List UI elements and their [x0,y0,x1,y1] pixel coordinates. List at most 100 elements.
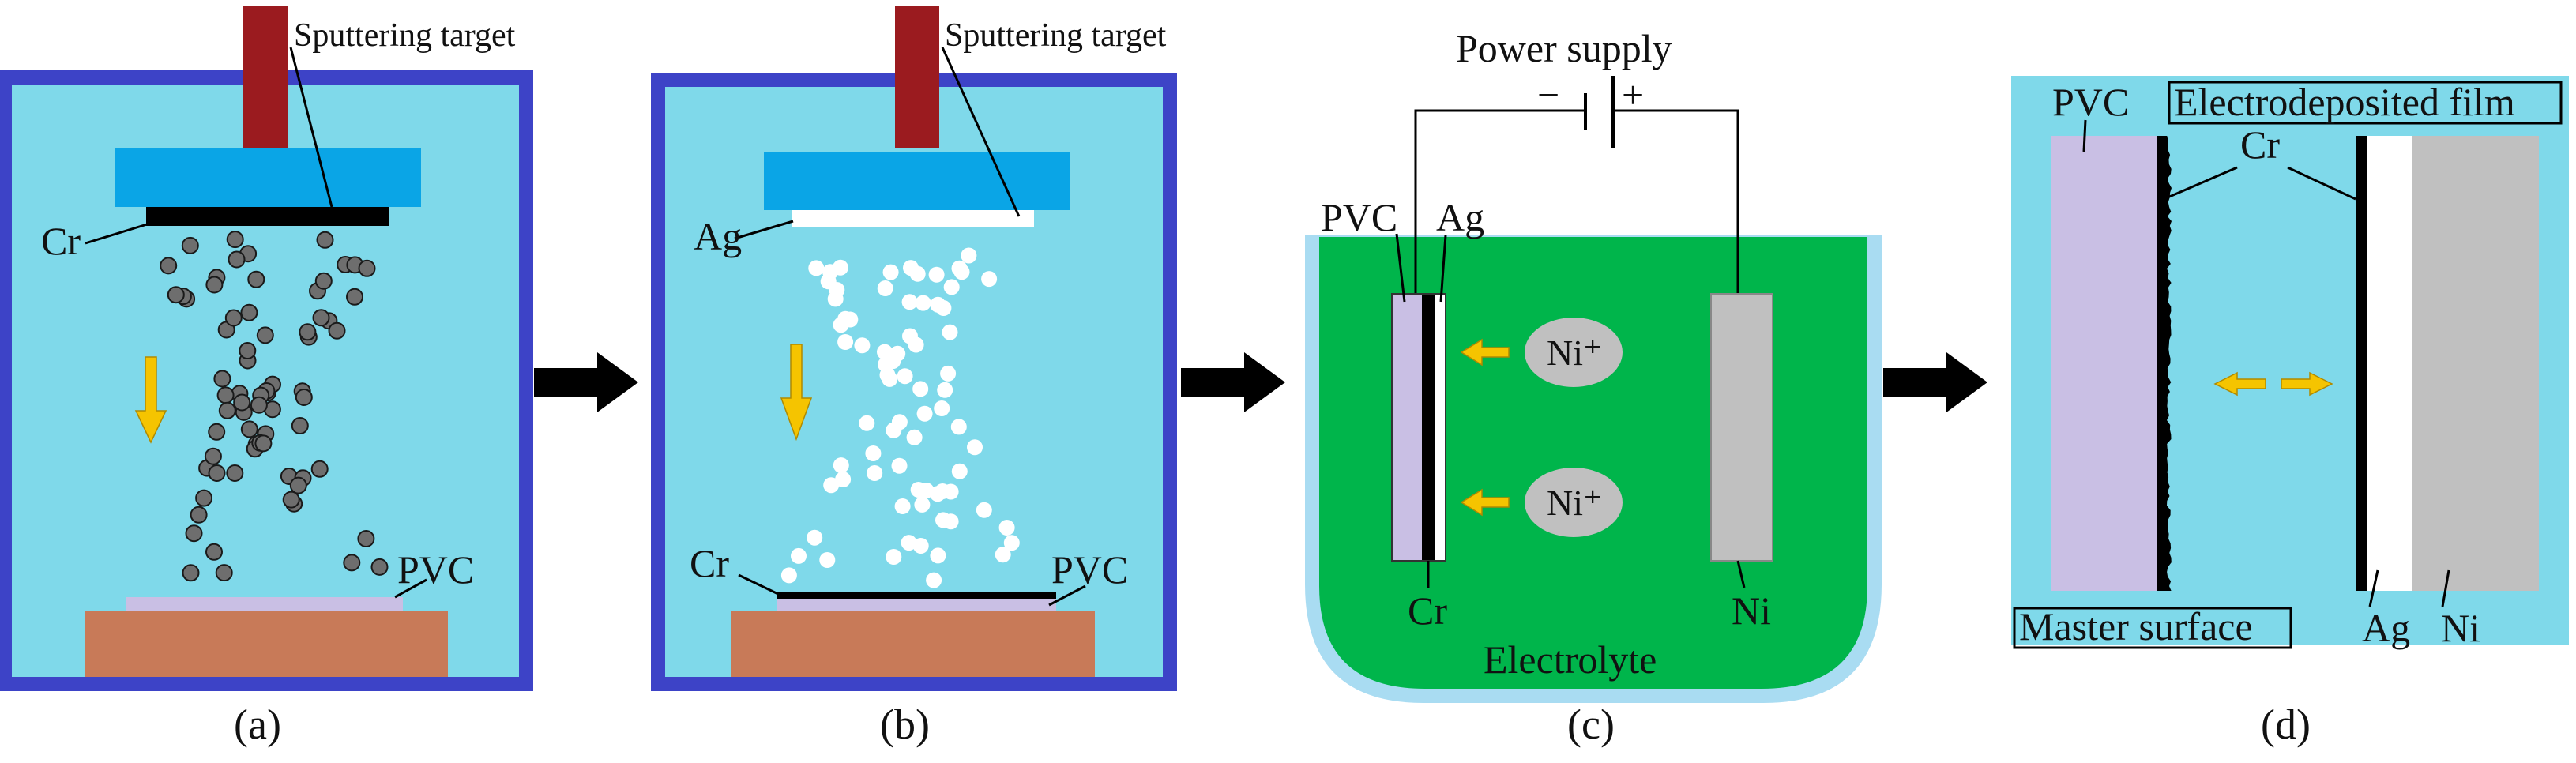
particle [182,564,200,582]
master-label-box [2013,607,2292,649]
ni-label-c: Ni [1732,588,1771,633]
particle [951,260,968,276]
particle [902,328,918,344]
wire-right [1613,109,1739,294]
particle [909,265,926,282]
panel-a: Sputtering target Cr PVC (a) [0,6,533,748]
particle [299,323,317,341]
particle [981,271,998,288]
particle [807,529,823,546]
particle [240,303,258,321]
wire-left [1414,109,1585,294]
particle [250,396,268,414]
particle [226,464,244,482]
caption-c: (c) [1567,701,1615,748]
separation-arrow-left [2213,371,2266,397]
cr-leader-b [738,573,779,596]
ni-leader-c [1736,560,1746,588]
particle [854,337,871,354]
panel-c: Power supply − + Ni⁺ Ni⁺ PVC Ag Cr Ni El… [1305,26,1882,748]
particle [943,279,960,295]
particle [829,282,845,298]
particle [282,490,300,509]
particle [998,520,1015,536]
ni-leader-d [2441,569,2450,607]
pvc-leader-a [394,578,427,599]
film-label-box [2168,81,2563,125]
cr-label-c: Cr [1408,588,1447,633]
process-arrow-2 [1181,352,1285,412]
particle [213,370,231,388]
particle [926,572,942,588]
particle [310,460,329,478]
film-ni-layer [2412,136,2539,591]
cathode-outline [1391,293,1446,562]
particle [842,311,859,328]
particle [916,405,933,422]
cr-leader-d-right [2287,166,2356,201]
particle [835,472,852,487]
particle [254,434,273,453]
particle [886,549,902,565]
pvc-leader-b [1048,584,1086,607]
ag-target-layer [792,210,1034,227]
particle [882,264,899,280]
master-cr-layer [2157,136,2172,591]
particle [935,512,951,528]
particle [357,530,375,547]
particle [240,420,258,438]
separation-arrow-right [2281,371,2333,397]
particle [915,295,931,311]
ni-ion-label-2: Ni⁺ [1547,483,1602,523]
cr-particles [160,231,389,582]
particle [867,465,883,481]
caption-b: (b) [880,701,930,748]
pvc-label-d: PVC [2052,80,2129,124]
down-arrow-b [780,344,813,442]
particle [976,502,992,518]
particle [256,326,274,344]
particle [961,247,977,264]
particle [239,342,257,359]
particle [951,463,968,479]
cathode-ag [1435,294,1446,561]
particle [910,482,927,498]
particle [934,400,950,416]
ag-label-b: Ag [694,214,742,258]
ag-leader-c [1439,235,1447,303]
ni-label-d: Ni [2441,606,2480,650]
particle [195,489,213,507]
particle [859,415,875,431]
pvc-leader-d [2082,119,2087,152]
particle [204,447,222,465]
cathode-cr [1422,294,1435,561]
particle [205,276,224,294]
particle [942,324,958,340]
caption-a: (a) [234,701,281,748]
cr-target-layer [146,207,389,226]
process-arrow-3 [1883,352,1987,412]
ni-ion-1 [1525,318,1623,387]
ion-arrow-2 [1460,488,1510,517]
particle [208,464,226,482]
particle [912,538,929,554]
panel-b: Sputtering target Ag Cr PVC (b) [651,6,1177,748]
process-arrow-1 [534,352,638,412]
particle [289,476,307,494]
particle [906,429,923,445]
master-label: Master surface [2019,604,2253,648]
particle [928,266,945,283]
particle [218,401,236,419]
particle [343,554,361,572]
particle [247,270,265,288]
particle [181,236,199,254]
particle [185,524,203,543]
particle [819,552,836,568]
cr-label-a: Cr [41,219,81,263]
target-label-b: Sputtering target [945,17,1167,54]
particle [358,259,376,277]
down-arrow-a [134,356,167,444]
substrate-a [85,611,448,677]
particle [877,280,893,296]
target-label-a: Sputtering target [294,17,516,54]
